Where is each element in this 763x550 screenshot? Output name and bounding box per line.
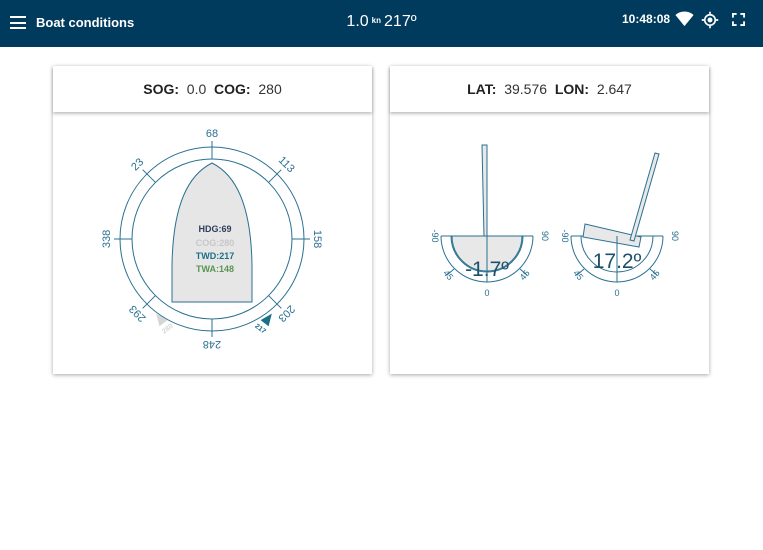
svg-text:45: 45 [571,268,585,282]
compass-tick [268,169,282,183]
compass-tick [142,295,156,309]
fullscreen-icon[interactable] [732,13,745,26]
position-header: LAT: 39.576 LON: 2.647 [390,66,709,112]
svg-text:0: 0 [484,288,489,298]
lat-value: 39.576 [504,81,548,97]
attitude-card: LAT: 39.576 LON: 2.647 -1.7º -90 45 0 45… [390,66,709,374]
twd-readout: TWD:217 [196,251,235,261]
svg-text:0: 0 [614,288,619,298]
pitch-gauge: 17.2º -90 45 0 45 90 [560,152,680,298]
wind-marker-arrow [260,313,272,327]
menu-icon[interactable] [10,16,26,29]
svg-text:90: 90 [540,231,550,241]
pitch-value: 17.2º [593,250,642,273]
twa-readout: TWA:148 [196,264,234,274]
pitch-hull [582,223,642,248]
cog-marker-arrow [156,313,168,327]
app-title: Boat conditions [36,15,135,30]
attitude-gauges: -1.7º -90 45 0 45 90 17.2º -90 45 0 45 [430,144,680,298]
hdg-readout: HDG:69 [198,224,231,234]
wind-unit: kn [371,16,382,25]
compass-tick-label: 68 [206,128,218,140]
cog-value: 280 [258,81,282,97]
compass-tick [268,295,282,309]
compass-tick-label: 338 [101,230,113,248]
svg-text:90: 90 [670,231,680,241]
cog-readout: COG:280 [196,238,235,248]
compass-tick-label: 158 [311,230,323,248]
cog-marker-label: 280 [161,323,175,336]
wind-speed: 1.0 [346,13,369,30]
svg-text:45: 45 [441,268,455,282]
lon-value: 2.647 [596,81,632,97]
cog-marker: 280 [156,313,175,336]
boat-hull [171,162,253,303]
lat-label: LAT: [467,81,497,97]
heel-value: -1.7º [465,258,509,281]
pitch-mast [629,152,660,242]
lon-label: LON: [554,81,590,97]
wind-direction: 217º [384,13,417,30]
speed-course-header: SOG: 0.0 COG: 280 [53,66,372,112]
sog-value: 0.0 [186,81,207,97]
gps-location-icon[interactable] [701,11,719,29]
attitude-area: -1.7º -90 45 0 45 90 17.2º -90 45 0 45 [390,115,709,373]
cog-label: COG: [214,81,251,97]
svg-text:45: 45 [518,268,532,282]
heel-gauge: -1.7º -90 45 0 45 90 [430,144,550,298]
compass-tick [142,169,156,183]
heel-mast [481,144,488,237]
wifi-icon[interactable] [675,11,694,27]
compass-tick-label: 248 [203,338,221,350]
sog-label: SOG: [143,81,180,97]
svg-text:45: 45 [648,268,662,282]
wind-marker-label: 217 [253,323,267,336]
svg-text:-90: -90 [430,229,440,242]
clock: 10:48:08 [622,12,671,26]
svg-text:-90: -90 [560,229,570,242]
